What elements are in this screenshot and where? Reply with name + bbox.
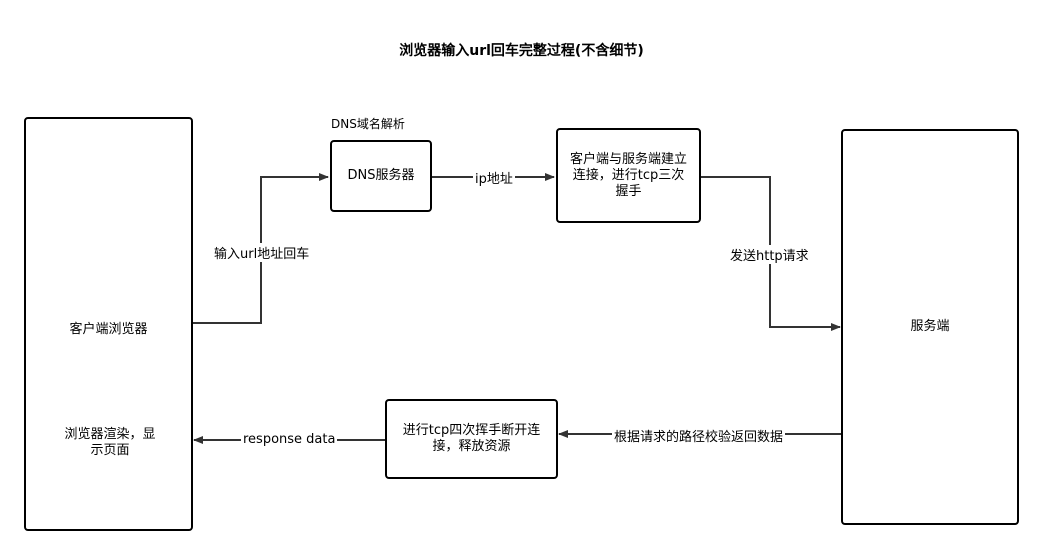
diagram-title: 浏览器输入url回车完整过程(不含细节) <box>399 43 644 59</box>
edge-label-response-data: response data <box>241 432 338 447</box>
server-node: 服务端 <box>841 129 1019 525</box>
tcp-handshake-node: 客户端与服务端建立连接，进行tcp三次握手 <box>556 128 701 223</box>
tcp-close-node: 进行tcp四次挥手断开连接，释放资源 <box>385 399 558 479</box>
client-render-label: 浏览器渲染，显示页面 <box>64 427 156 458</box>
dns-caption: DNS域名解析 <box>331 117 405 131</box>
dns-server-node: DNS服务器 <box>330 140 432 212</box>
edge-label-return-data: 根据请求的路径校验返回数据 <box>612 426 786 445</box>
edge-label-input-url: 输入url地址回车 <box>212 243 312 262</box>
edge-label-ip-address: ip地址 <box>473 168 515 187</box>
edge-label-send-http: 发送http请求 <box>728 245 811 264</box>
client-browser-label: 客户端浏览器 <box>69 322 148 337</box>
client-browser-node <box>24 117 193 531</box>
